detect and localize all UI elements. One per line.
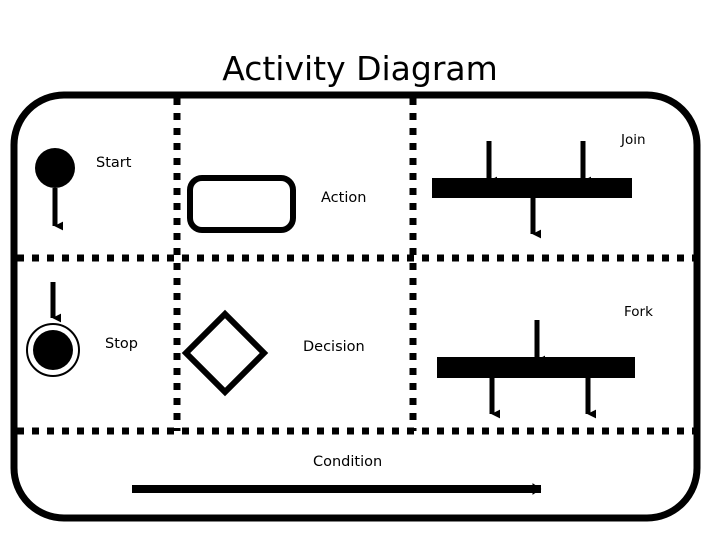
stop-label: Stop — [105, 336, 138, 352]
start-node — [35, 148, 75, 231]
decision-node-diamond — [181, 309, 269, 397]
fork-bar — [437, 357, 635, 378]
page-title: Activity Diagram — [222, 49, 498, 88]
action-node — [187, 175, 296, 233]
join-bar — [432, 178, 632, 198]
diagram-frame — [10, 91, 701, 522]
start-node-circle — [35, 148, 75, 188]
condition-label: Condition — [313, 454, 382, 470]
stop-node — [26, 282, 80, 377]
join-node — [432, 141, 632, 239]
decision-label: Decision — [303, 339, 365, 355]
fork-label: Fork — [624, 304, 653, 320]
decision-node — [181, 309, 269, 397]
stop-node-inner-circle — [33, 330, 73, 370]
fork-node — [437, 320, 635, 419]
start-label: Start — [96, 155, 132, 171]
action-label: Action — [321, 190, 366, 206]
action-node-rect — [187, 175, 296, 233]
join-label: Join — [620, 132, 646, 148]
